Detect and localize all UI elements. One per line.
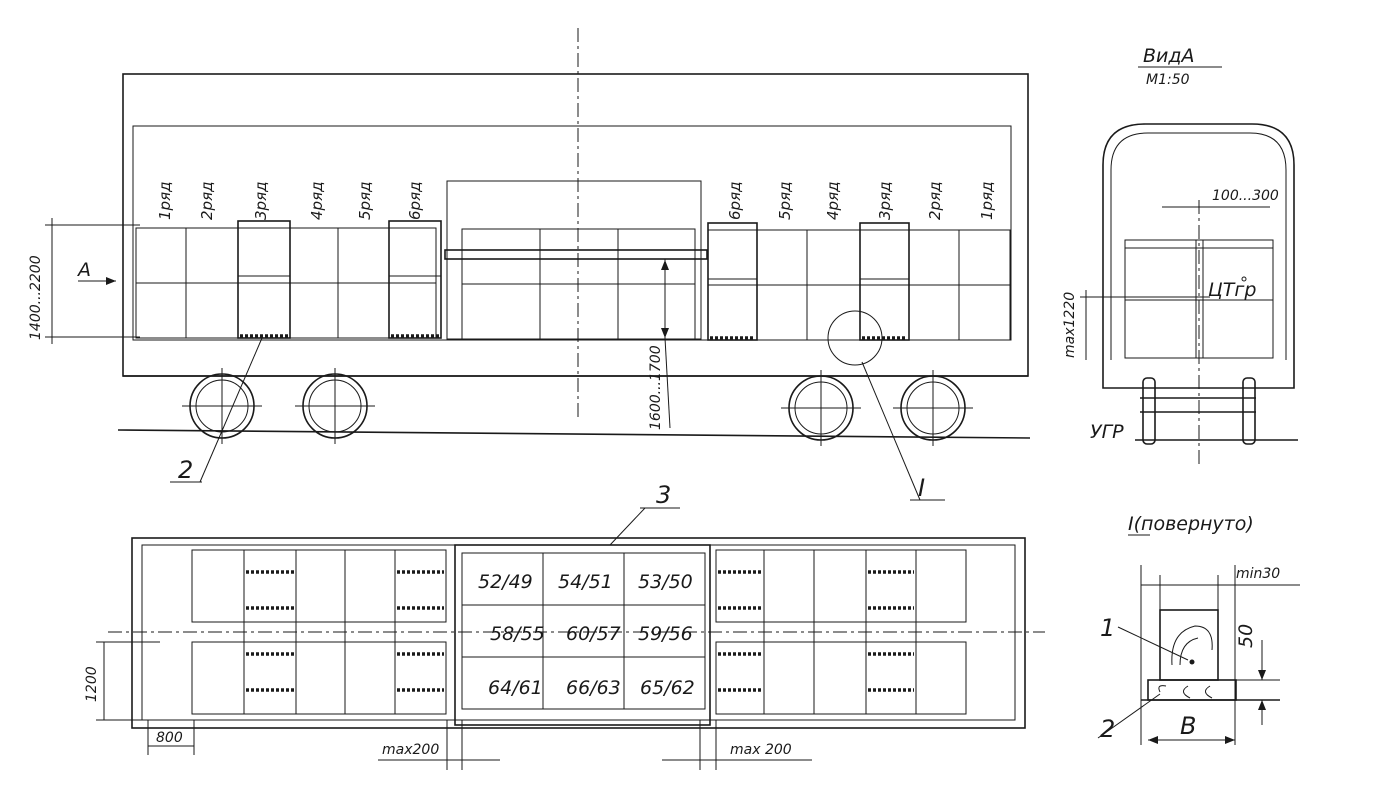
- width-dim-text: 1200: [84, 666, 100, 702]
- cell-number: 66/63: [566, 677, 621, 699]
- cargo-stack-6r: [707, 222, 758, 341]
- row-label: 3ряд: [876, 182, 894, 220]
- gap-right-text: max 200: [730, 742, 792, 758]
- width-label-b: B: [1180, 712, 1196, 740]
- item-2-label: 2: [1100, 715, 1115, 743]
- row-label: 5ряд: [776, 182, 794, 220]
- cell-number: 54/51: [558, 571, 613, 593]
- lashing-marks-right: [718, 570, 914, 692]
- plan-view: 52/49 54/51 53/50 58/55 60/57 59/56 64/6…: [84, 481, 1045, 770]
- row-label: 4ряд: [824, 182, 842, 220]
- detail-height-dim: 50: [1235, 624, 1257, 648]
- end-view: ВидА М1:50 100...300 ЦТгр max1220 УГР: [1062, 45, 1298, 465]
- detail-view: I(повернуто) min30 50 1 2 B: [1097, 513, 1300, 745]
- item-1-label: 1: [1100, 614, 1115, 642]
- wagon-end-profile: [1102, 123, 1295, 389]
- wheel-icon: [1242, 377, 1256, 445]
- wheel-icon: [1142, 377, 1156, 445]
- wheelsets: [182, 368, 973, 446]
- cell-number: 58/55: [490, 623, 545, 645]
- row-label: 2ряд: [198, 182, 216, 220]
- center-cargo: [444, 180, 708, 429]
- detail-circle: [827, 310, 883, 366]
- row-labels-right: 6ряд 5ряд 4ряд 3ряд 2ряд 1ряд: [726, 182, 996, 220]
- row-labels-left: 1ряд 2ряд 3ряд 4ряд 5ряд 6ряд: [156, 182, 424, 220]
- center-pallet-block: [454, 544, 711, 726]
- wagon-plan-outline: [131, 537, 1026, 729]
- cargo-stack-3r: [859, 222, 910, 341]
- spreader-bar: [444, 249, 708, 260]
- wagon-body-outline: [122, 73, 1029, 377]
- end-dim-text: 800: [156, 730, 183, 746]
- left-cargo-stacks: [135, 220, 442, 339]
- right-cargo-stacks: [707, 222, 1011, 366]
- height-dim-text: 1400...2200: [28, 255, 44, 340]
- callout-3: 3: [656, 481, 671, 509]
- cell-number: 65/62: [640, 677, 695, 699]
- end-view-scale: М1:50: [1146, 72, 1190, 88]
- view-marker-a: A: [76, 259, 91, 281]
- offset-dim-text: 100...300: [1212, 188, 1279, 204]
- wagon-floor-frame: [132, 125, 1012, 341]
- center-mark-text: ЦТгр: [1208, 279, 1256, 301]
- clearance-dim-text: 1600...1700: [648, 345, 664, 430]
- side-view: 1400...2200 A 1600...1700 1ряд 2ряд 3ряд…: [28, 28, 1031, 502]
- cargo-stack-3: [237, 220, 291, 339]
- row-label: 1ряд: [978, 182, 996, 220]
- lashing-marks-left: [246, 570, 444, 692]
- cargo-stack-6: [388, 220, 442, 339]
- cell-numbers: 52/49 54/51 53/50 58/55 60/57 59/56 64/6…: [478, 571, 695, 699]
- row-label: 4ряд: [308, 182, 326, 220]
- cargo-box: [1159, 609, 1219, 681]
- row-label: 1ряд: [156, 182, 174, 220]
- row-label: 5ряд: [356, 182, 374, 220]
- cell-number: 64/61: [488, 677, 543, 699]
- rail-line: [117, 429, 1031, 439]
- rail-label: УГР: [1090, 421, 1124, 443]
- cell-number: 53/50: [638, 571, 693, 593]
- row-label: 3ряд: [252, 182, 270, 220]
- row-label: 6ряд: [726, 182, 744, 220]
- callout-detail-i: I: [918, 474, 925, 502]
- cell-number: 60/57: [566, 623, 621, 645]
- end-view-title: ВидА: [1143, 45, 1195, 67]
- detail-title: I(повернуто): [1128, 513, 1254, 535]
- row-label: 6ряд: [406, 182, 424, 220]
- gap-left-text: max200: [382, 742, 439, 758]
- row-label: 2ряд: [926, 182, 944, 220]
- support-pad: [1147, 679, 1237, 701]
- cell-number: 59/56: [638, 623, 693, 645]
- callout-2: 2: [178, 456, 193, 484]
- min-dim-text: min30: [1236, 566, 1280, 582]
- end-height-dim: max1220: [1062, 292, 1078, 358]
- cell-number: 52/49: [478, 571, 533, 593]
